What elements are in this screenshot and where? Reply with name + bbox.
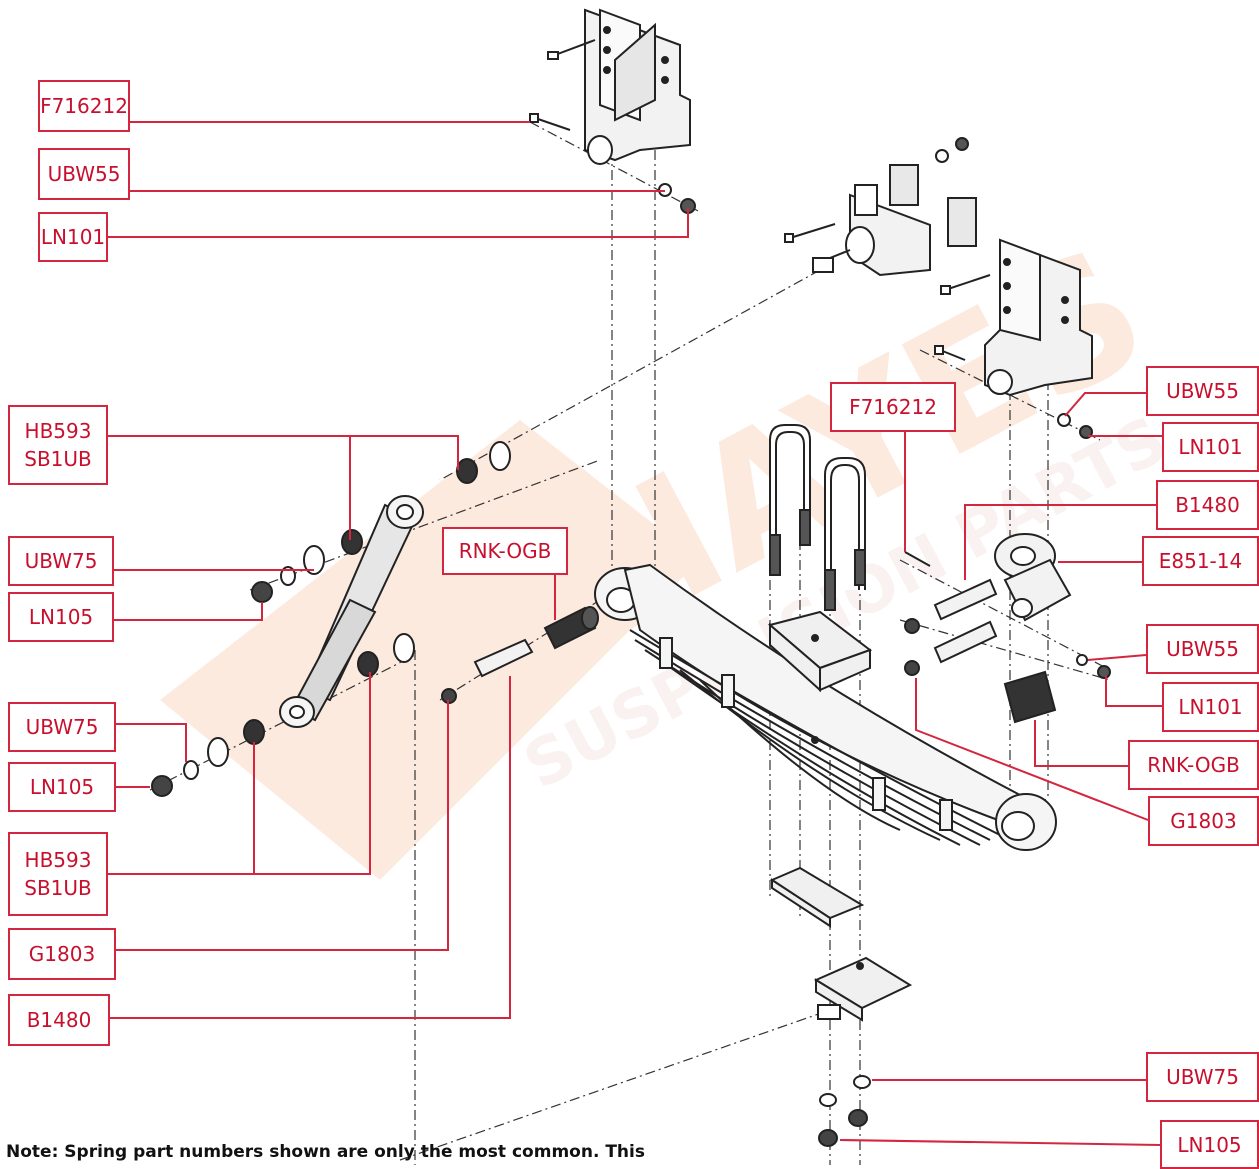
label-ln105-upper: LN105 xyxy=(8,592,114,642)
label-rnk-ogb-center: RNK-OGB xyxy=(442,527,568,575)
label-b1480-left: B1480 xyxy=(8,994,110,1046)
u-bolts xyxy=(769,424,866,611)
label-rnk-ogb-right: RNK-OGB xyxy=(1128,740,1259,790)
label-ln101-top: LN101 xyxy=(38,212,108,262)
front-hanger-bolt xyxy=(529,113,571,131)
front-hanger-washer-nut xyxy=(658,183,696,214)
label-ubw75-bottom: UBW75 xyxy=(1146,1052,1259,1102)
label-ln105-bottom: LN105 xyxy=(1160,1120,1259,1169)
u-bolt-washers-nuts xyxy=(818,1075,871,1147)
shackle xyxy=(994,533,1072,622)
lower-spring-plate xyxy=(769,866,865,928)
label-ln101-right-mid: LN101 xyxy=(1162,682,1259,732)
label-e851-14: E851-14 xyxy=(1142,536,1259,586)
rear-hanger-bracket xyxy=(934,238,1093,439)
label-ubw55-top: UBW55 xyxy=(38,148,130,200)
front-hanger-bracket xyxy=(547,8,691,165)
label-b1480-right: B1480 xyxy=(1156,480,1259,530)
label-ubw55-right-top: UBW55 xyxy=(1146,366,1259,416)
shock-upper-hardware xyxy=(251,441,511,603)
shock-absorber xyxy=(279,495,424,728)
axle-clamp-plate xyxy=(813,956,913,1022)
label-ubw55-right-mid: UBW55 xyxy=(1146,624,1259,674)
label-f716212-right: F716212 xyxy=(830,382,956,432)
leader-lines xyxy=(86,121,1162,1146)
shackle-bolts xyxy=(904,551,1111,679)
leaf-spring xyxy=(594,563,1057,851)
front-bushing xyxy=(543,606,599,650)
equalizer-assembly xyxy=(784,137,977,277)
rear-bushing xyxy=(1003,670,1057,724)
label-f716212-top: F716212 xyxy=(38,80,130,132)
label-ln101-right-top: LN101 xyxy=(1162,422,1259,472)
label-ubw75-upper: UBW75 xyxy=(8,536,114,586)
label-ubw75-lower: UBW75 xyxy=(8,702,116,752)
footnote: Note: Spring part numbers shown are only… xyxy=(6,1142,646,1162)
label-g1803-left: G1803 xyxy=(8,928,116,980)
label-ln105-lower: LN105 xyxy=(8,762,116,812)
front-spring-bolt xyxy=(441,638,534,704)
shock-lower-hardware xyxy=(151,633,415,797)
label-g1803-right: G1803 xyxy=(1148,796,1259,846)
axle-seat-spacer xyxy=(767,610,873,693)
